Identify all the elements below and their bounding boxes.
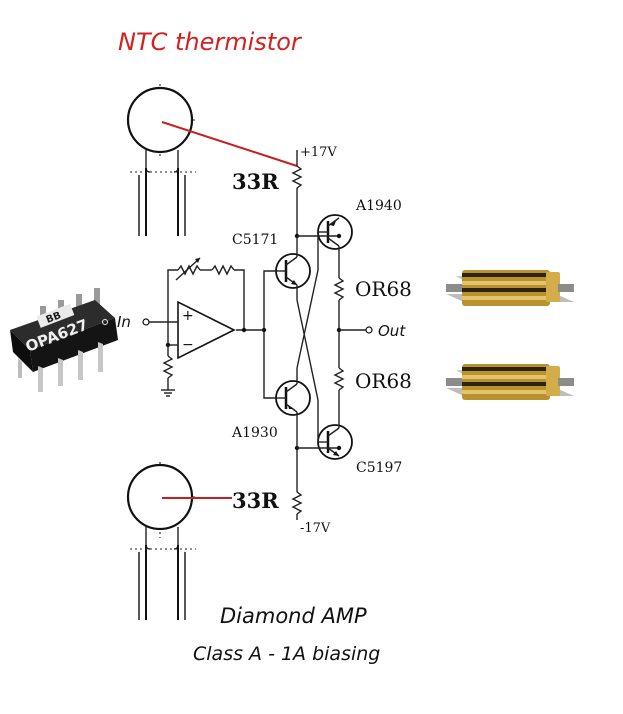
opa627-chip-image: BB OPA627 [10, 288, 118, 392]
resistor-33r-top-label: 33R [232, 169, 279, 194]
opamp-plus-sign: + [182, 308, 194, 324]
rail-negative-label: -17V [300, 521, 331, 536]
power-resistor-top [446, 270, 574, 306]
chip-brand-text: BB [45, 310, 63, 326]
resistor-or68-top [333, 277, 345, 301]
ground-resistor [162, 355, 174, 379]
sense-wire-top [161, 121, 298, 167]
footer-subtitle: Class A - 1A biasing [193, 643, 380, 665]
resistor-or68-top-label: OR68 [355, 277, 412, 301]
opamp-symbol: + − [177, 300, 236, 360]
transistor-a1940 [317, 214, 353, 250]
resistor-33r-bottom [291, 491, 303, 515]
input-label: In [117, 313, 131, 331]
output-label: Out [378, 322, 406, 340]
thermistor-bottom [126, 462, 196, 620]
rail-positive-label: +17V [300, 145, 337, 160]
transistor-a1940-label: A1940 [355, 198, 402, 214]
transistor-c5171-label: C5171 [232, 232, 278, 248]
power-resistor-bottom [446, 364, 574, 400]
resistor-33r-bottom-label: 33R [232, 488, 279, 513]
transistor-c5197-label: C5197 [356, 460, 402, 476]
transistor-c5171 [275, 253, 311, 289]
diagram-title: NTC thermistor [118, 28, 303, 56]
transistor-a1930-label: A1930 [231, 425, 278, 441]
transistor-a1930 [275, 380, 311, 416]
opamp-minus-sign: − [182, 337, 194, 353]
trimmer-resistor [177, 264, 201, 276]
footer-title: Diamond AMP [220, 604, 367, 628]
resistor-or68-bottom-label: OR68 [355, 369, 412, 393]
feedback-resistor [211, 264, 235, 276]
resistor-or68-bottom [333, 367, 345, 391]
thermistor-top [126, 84, 196, 236]
resistor-33r-top [291, 165, 303, 189]
transistor-c5197 [317, 424, 353, 460]
